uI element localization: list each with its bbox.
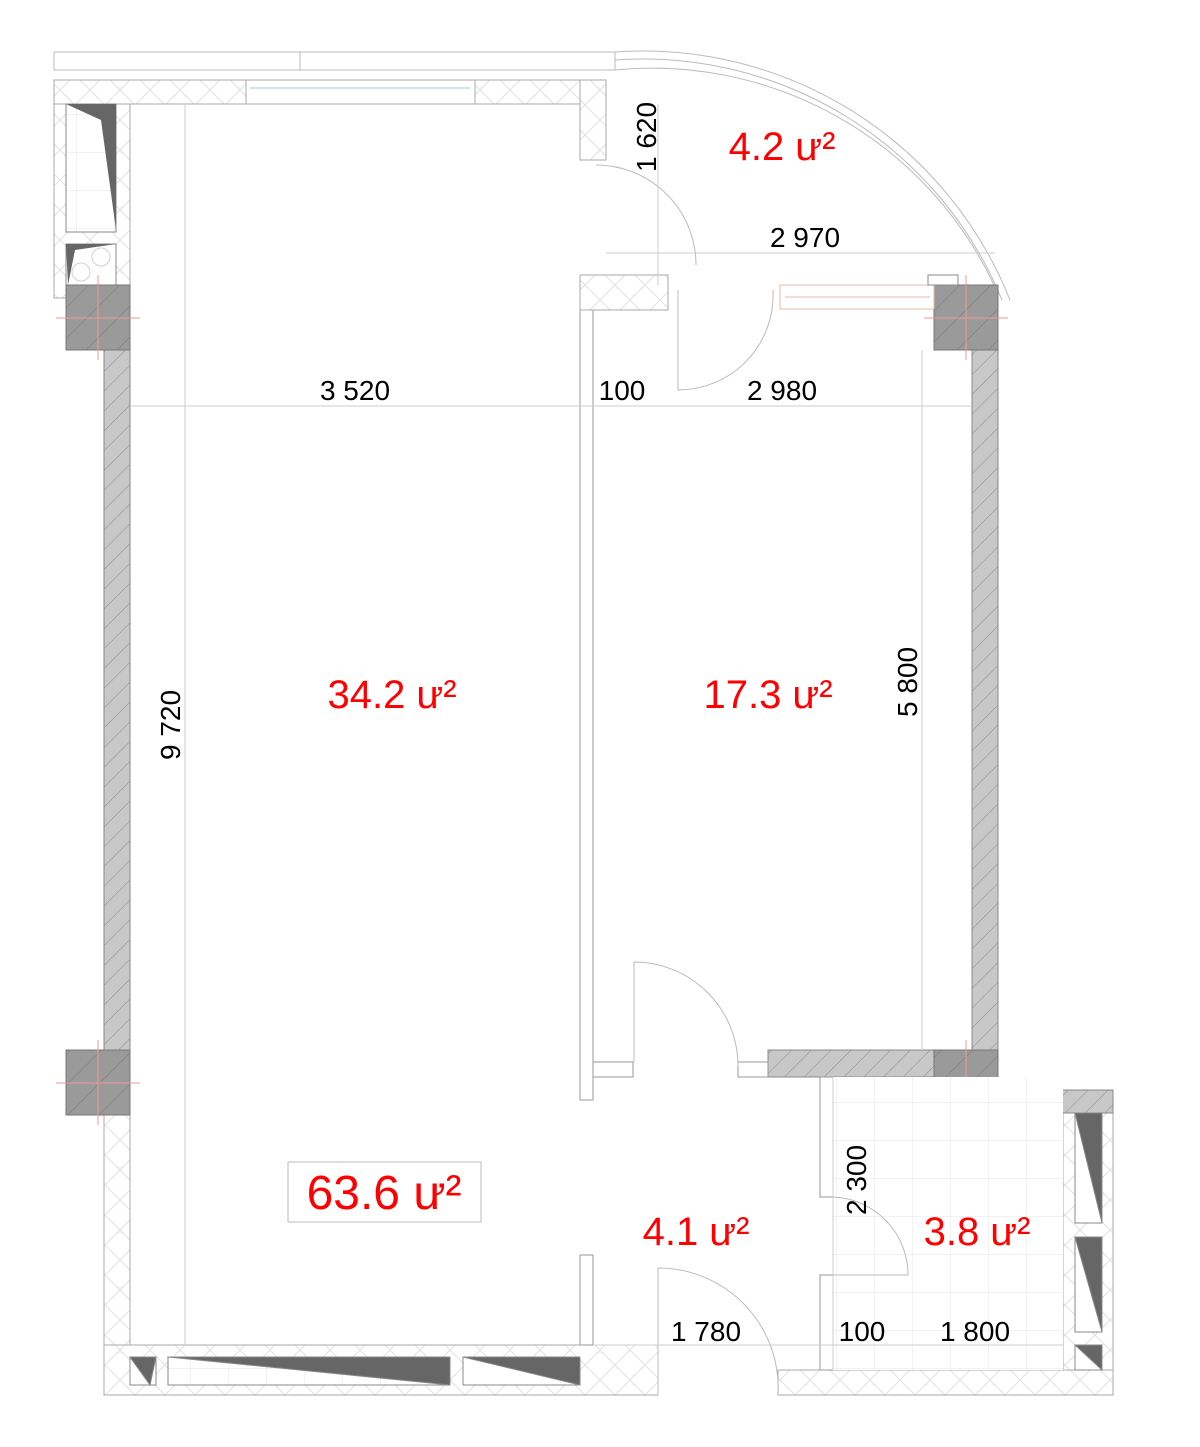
bottom-wall-right	[777, 1369, 1114, 1396]
entrance-door	[657, 1267, 779, 1396]
partition-top	[579, 274, 669, 311]
partition-wall	[579, 274, 594, 1101]
top-window	[245, 79, 476, 105]
axis-marks	[56, 275, 1008, 1125]
area-hallway: 4.1 ư²	[643, 1210, 750, 1254]
dim-balcony-depth: 1 620	[631, 102, 662, 172]
window-sill	[927, 274, 959, 286]
bottom-shafts	[129, 1112, 1103, 1387]
ventilation-shaft	[65, 103, 117, 287]
balcony	[53, 50, 1011, 301]
structural-columns	[65, 284, 999, 1116]
bath-door	[832, 1196, 909, 1276]
door-jamb	[737, 1061, 769, 1078]
dim-hall-width: 1 780	[671, 1316, 741, 1347]
balcony-door-swing	[595, 164, 697, 266]
bedroom-bottom-wall	[767, 1049, 935, 1078]
dim-bedroom-width: 2 980	[747, 375, 817, 406]
area-bedroom: 17.3 ư²	[703, 673, 832, 717]
area-balcony: 4.2 ư²	[729, 125, 836, 169]
total-area-box	[287, 1161, 482, 1223]
dim-balcony-width: 2 970	[770, 222, 840, 253]
dim-living-length: 9 720	[155, 690, 186, 760]
dimension-lines	[130, 104, 1063, 1370]
dim-bath-length: 2 300	[841, 1145, 872, 1215]
bedroom-door	[633, 961, 739, 1067]
dim-partition: 100	[599, 375, 646, 406]
dim-living-width: 3 520	[320, 375, 390, 406]
dim-bath-partition: 100	[839, 1316, 886, 1347]
top-wall-left	[53, 79, 247, 105]
bath-partition-lower	[819, 1274, 834, 1371]
dim-bath-width: 1 800	[940, 1316, 1010, 1347]
area-living-room: 34.2 ư²	[327, 673, 456, 717]
top-wall-stub	[579, 79, 607, 161]
bedroom-balcony-door	[677, 289, 774, 391]
partition-door-jamb	[592, 1061, 634, 1078]
total-area: 63.6 ư²	[307, 1167, 462, 1220]
right-wall	[971, 349, 999, 1051]
dim-bedroom-length: 5 800	[892, 647, 923, 717]
bath-floor	[833, 1077, 1063, 1370]
hall-wall	[579, 1254, 594, 1346]
bath-partition-upper	[819, 1076, 834, 1198]
left-wall	[103, 349, 131, 1051]
area-bathroom: 3.8 ư²	[924, 1210, 1031, 1254]
